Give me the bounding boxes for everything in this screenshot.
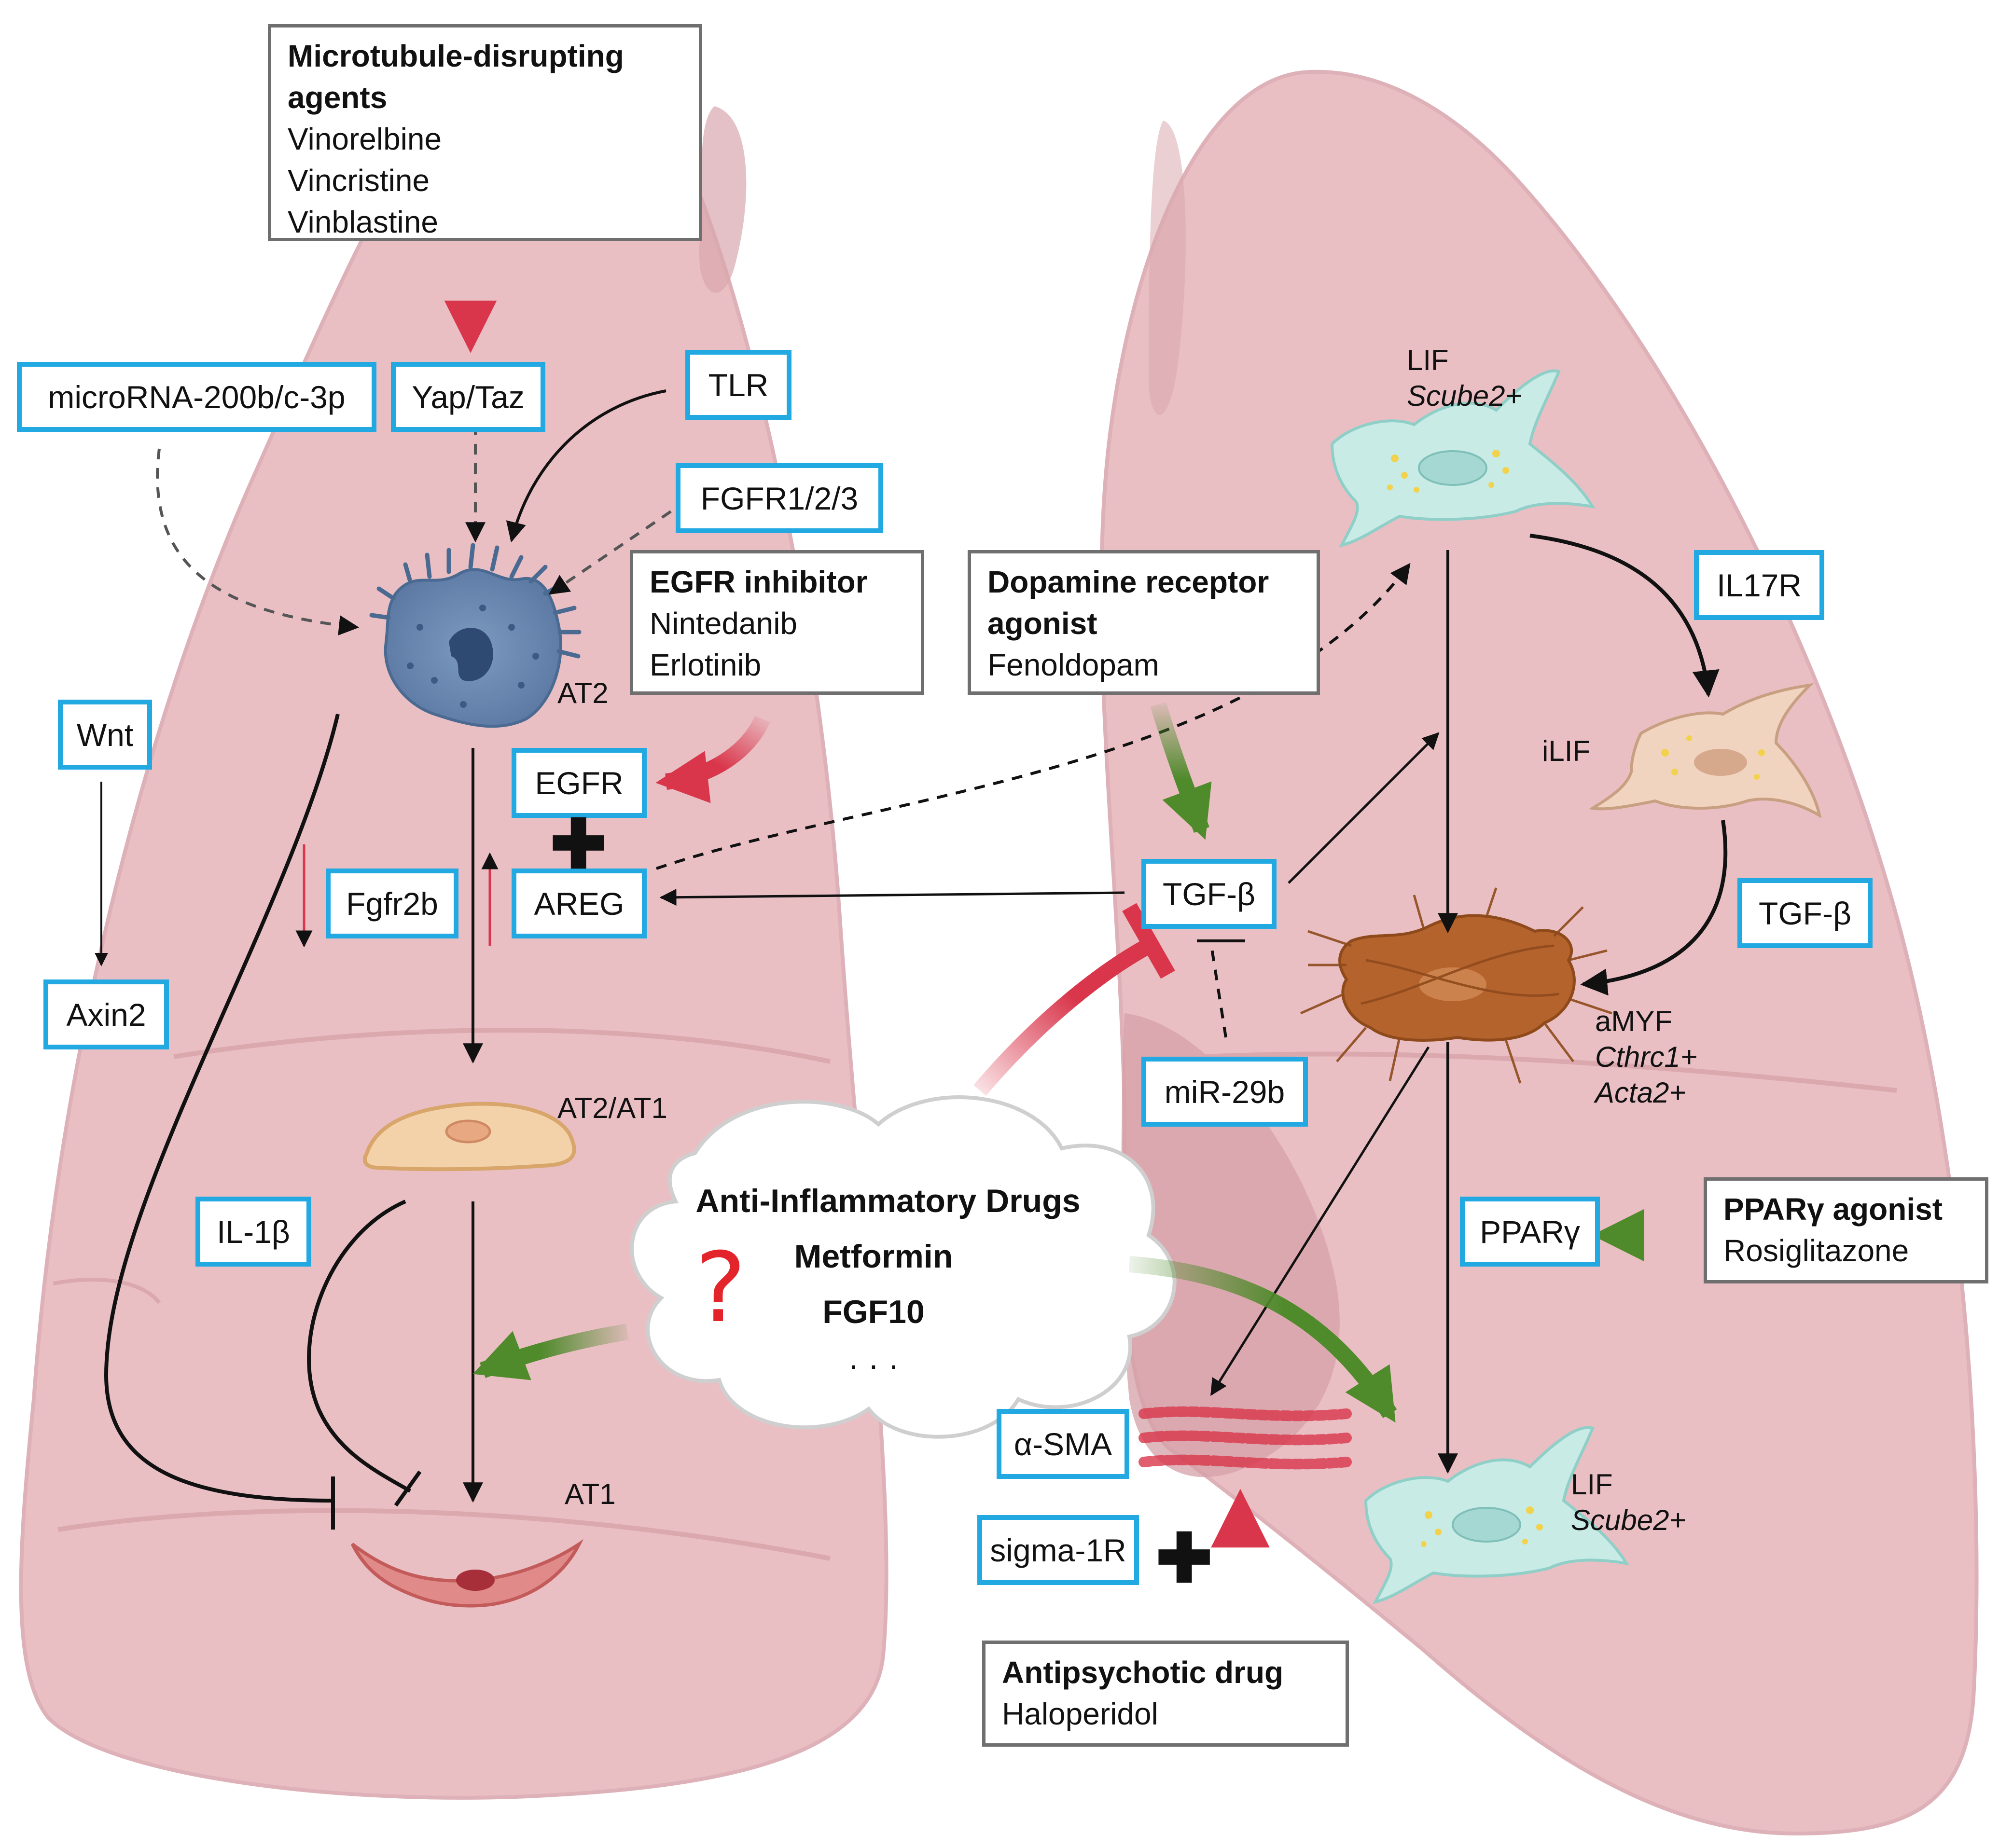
lif-top-label: LIF Scube2+ (1407, 343, 1522, 414)
drug-title: EGFR inhibitor (650, 565, 868, 599)
fgfr-target: FGFR1/2/3 (676, 463, 883, 533)
cell-marker: Scube2+ (1407, 380, 1522, 412)
drug-title: Antipsychotic drug (1002, 1655, 1284, 1690)
plus-icon: ✚ (550, 806, 607, 882)
cloud-line-anti-inflammatory: Anti-Inflammatory Drugs (695, 1183, 1081, 1219)
dopamine-agonist-box: Dopamine receptor agonist Fenoldopam (968, 550, 1320, 695)
cell-marker: Acta2+ (1595, 1076, 1686, 1109)
areg-target: AREG (512, 869, 647, 938)
drug-title: agents (288, 80, 388, 115)
tlr-target: TLR (685, 350, 791, 420)
asma-target: α-SMA (997, 1409, 1129, 1479)
red-arrows (295, 256, 1270, 1636)
dashed-arrows (156, 425, 1411, 1038)
microrna-target: microRNA-200b/c-3p (17, 362, 376, 432)
cell-name: aMYF (1595, 1005, 1673, 1037)
fgfr2b-target: Fgfr2b (326, 869, 458, 938)
drug-item: Fenoldopam (987, 648, 1159, 682)
drug-item: Vinorelbine (288, 122, 442, 156)
sigma1r-target: sigma-1R (977, 1515, 1139, 1585)
lif-bottom-cell (1364, 1426, 1629, 1604)
egfr-inhibitor-box: EGFR inhibitor Nintedanib Erlotinib (630, 550, 924, 695)
tgfb-right-target: TGF-β (1737, 878, 1873, 948)
drug-title: Microtubule-disrupting (288, 39, 624, 73)
at2-cell (369, 543, 582, 728)
drug-item: Nintedanib (650, 606, 797, 641)
drug-item: Erlotinib (650, 648, 762, 682)
wnt-target: Wnt (58, 700, 152, 770)
il1b-target: IL-1β (195, 1197, 311, 1267)
drug-title: Dopamine receptor (987, 565, 1269, 599)
drug-item: Vinblastine (288, 205, 438, 239)
at1-label: AT1 (565, 1478, 616, 1510)
cloud-line-metformin: Metformin (794, 1238, 953, 1275)
drug-item: Haloperidol (1002, 1696, 1158, 1731)
plus-icon: ✚ (1156, 1520, 1213, 1596)
lif-top-cell (1330, 369, 1596, 548)
cloud-line-ellipsis: · · · (848, 1347, 899, 1383)
at2-at1-label: AT2/AT1 (557, 1092, 667, 1124)
axin2-target: Axin2 (43, 979, 169, 1049)
at2-at1-cell (363, 1102, 576, 1172)
ppargamma-target: PPARγ (1460, 1197, 1600, 1267)
ilif-cell (1588, 683, 1822, 819)
drug-cloud (630, 1095, 1177, 1439)
drug-item: Rosiglitazone (1723, 1233, 1909, 1268)
at1-cell (350, 1539, 584, 1608)
alpha-sma-fibers (1138, 1406, 1352, 1470)
yaptaz-target: Yap/Taz (391, 362, 545, 432)
mir29b-target: miR-29b (1141, 1057, 1308, 1127)
antipsychotic-drug-box: Antipsychotic drug Haloperidol (982, 1641, 1349, 1747)
amyf-label: aMYF Cthrc1+ Acta2+ (1595, 1004, 1697, 1111)
il17r-target: IL17R (1694, 550, 1824, 620)
drug-item: Vincristine (288, 163, 430, 198)
inhibition-lines (104, 714, 1245, 1530)
green-arrows (472, 702, 1699, 1423)
black-arrows (95, 389, 1728, 1503)
at2-label: AT2 (557, 677, 609, 709)
cell-marker: Cthrc1+ (1595, 1041, 1697, 1073)
ppar-agonist-box: PPARγ agonist Rosiglitazone (1704, 1177, 1988, 1283)
cell-name: LIF (1571, 1468, 1613, 1501)
cell-name: LIF (1407, 344, 1449, 376)
question-mark-icon: ? (695, 1232, 747, 1344)
amyf-cell (1300, 887, 1612, 1084)
ilif-label: iLIF (1542, 735, 1591, 767)
cell-marker: Scube2+ (1571, 1504, 1686, 1536)
egfr-target: EGFR (512, 748, 647, 818)
cloud-line-fgf10: FGF10 (822, 1294, 925, 1330)
drug-title: agonist (987, 606, 1097, 641)
tgfb-center-target: TGF-β (1141, 859, 1277, 929)
drug-title: PPARγ agonist (1723, 1192, 1943, 1227)
lif-bottom-label: LIF Scube2+ (1571, 1467, 1686, 1538)
microtubule-drug-box: Microtubule-disrupting agents Vinorelbin… (268, 24, 702, 241)
